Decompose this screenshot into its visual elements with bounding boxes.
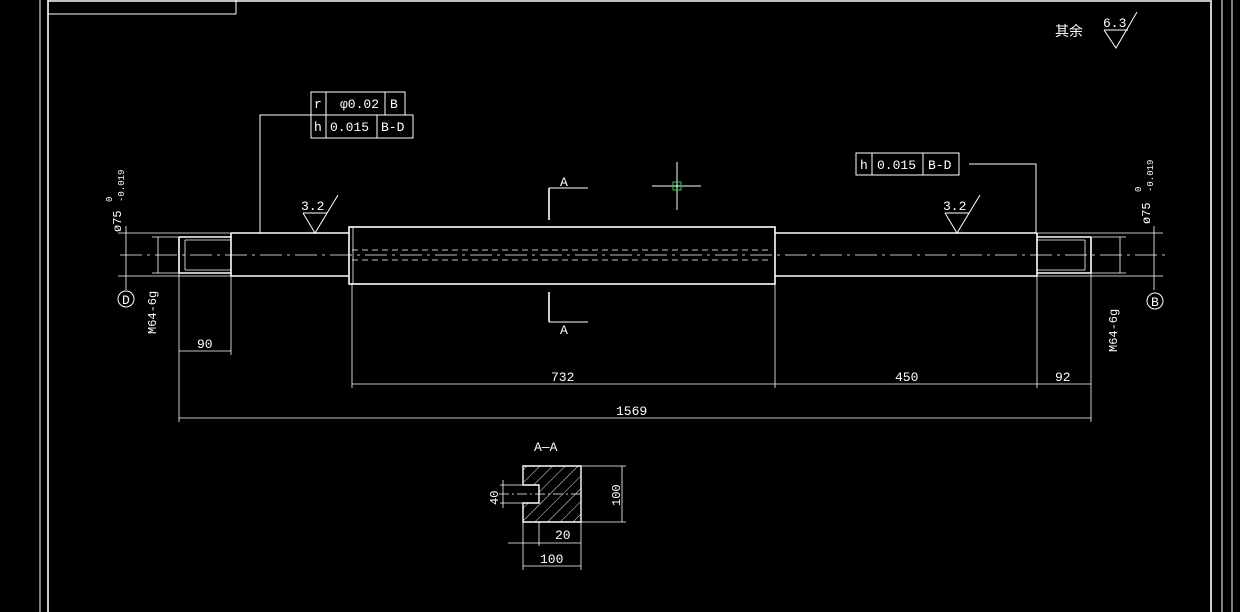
cursor-crosshair-icon[interactable] [652, 162, 701, 210]
tol-datum-runout: B [390, 97, 398, 112]
section-letter-bottom: A [560, 323, 568, 338]
datum-right-icon [1146, 292, 1164, 310]
datum-left-icon [117, 290, 135, 308]
finish-left-icon [302, 194, 339, 234]
tol-symbol-right: h [860, 158, 868, 173]
dim-left-thread: 90 [197, 337, 213, 352]
tolerance-frame-right: h 0.015 B-D [855, 152, 1037, 233]
dim-overall: 1569 [616, 404, 647, 419]
dim-body: 732 [551, 370, 574, 385]
diameter-right-upper: 0 [1134, 187, 1144, 192]
section-dim-slot: 40 [488, 491, 502, 505]
diameter-left-lower: -0.019 [117, 170, 127, 202]
datum-right-letter: B [1151, 295, 1159, 310]
section-dim-height: 100 [610, 484, 624, 506]
section-view: A—A 40 100 20 100 [488, 440, 626, 570]
drawing-frame [39, 0, 1233, 612]
section-title: A—A [534, 440, 558, 455]
section-dim-width: 100 [540, 552, 563, 567]
left-diameter-dimension: ø75 0 -0.019 D M64-6g [105, 170, 231, 334]
tol-datum-right: B-D [928, 158, 952, 173]
tol-symbol-cylindricity: h [314, 120, 322, 135]
tol-value-right: 0.015 [877, 158, 916, 173]
diameter-right-label: ø75 [1140, 202, 1154, 224]
finish-symbol-icon [1103, 11, 1138, 49]
finish-left-value: 3.2 [301, 199, 324, 214]
section-letter-top: A [560, 175, 568, 190]
finish-right-icon [944, 194, 981, 234]
finish-right-value: 3.2 [943, 199, 966, 214]
tol-value-runout: φ0.02 [340, 97, 379, 112]
diameter-left-label: ø75 [111, 210, 125, 232]
surface-finish-left: 3.2 [301, 194, 339, 234]
diameter-right-lower: -0.019 [1146, 160, 1156, 192]
section-cut-top: A [548, 175, 588, 220]
linear-dimensions: 90 732 450 92 1569 [178, 273, 1092, 422]
datum-left-letter: D [122, 293, 130, 308]
section-cut-bottom: A [548, 292, 588, 338]
keyway-hidden-lines [352, 249, 772, 261]
diameter-left-upper: 0 [105, 197, 115, 202]
surface-finish-right: 3.2 [943, 194, 981, 234]
shaft-outline [178, 226, 1092, 285]
thread-left-label: M64-6g [146, 291, 160, 334]
right-diameter-dimension: ø75 0 -0.019 B M64-6g [1037, 160, 1164, 352]
tol-symbol-runout: r [314, 97, 322, 112]
tol-datum-cylindricity: B-D [381, 120, 405, 135]
thread-right-label: M64-6g [1107, 309, 1121, 352]
dim-right-thread: 92 [1055, 370, 1071, 385]
general-surface-finish: 其余 6.3 [1055, 11, 1138, 49]
section-dim-depth: 20 [555, 528, 571, 543]
finish-value: 6.3 [1103, 16, 1126, 31]
finish-prefix: 其余 [1055, 23, 1083, 40]
tolerance-frame-left: r φ0.02 B h 0.015 B-D [259, 91, 414, 233]
dim-right-journal: 450 [895, 370, 918, 385]
tol-value-cylindricity: 0.015 [330, 120, 369, 135]
